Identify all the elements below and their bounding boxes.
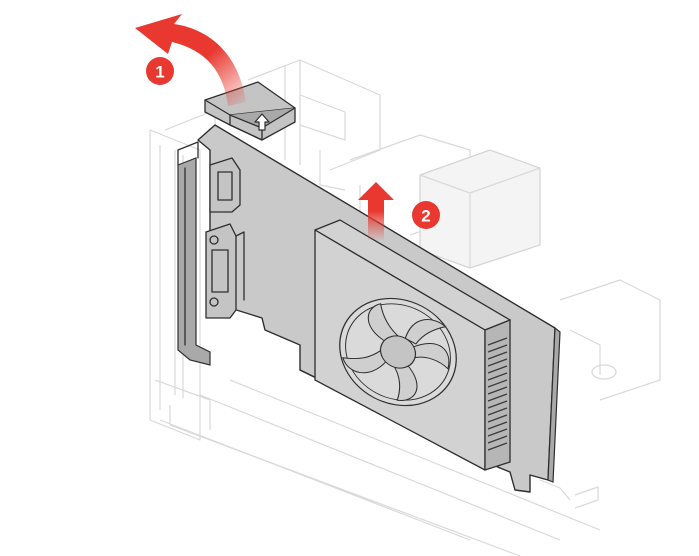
chassis-outline xyxy=(149,59,661,556)
io-bracket xyxy=(177,141,211,366)
step-1-number: 1 xyxy=(155,63,164,82)
step-1-badge: 1 xyxy=(146,57,174,85)
step-2-arrow xyxy=(358,182,394,240)
step-1-arrow xyxy=(135,14,246,106)
display-connectors xyxy=(205,157,245,319)
heatsink-fins xyxy=(487,337,508,451)
step-2-badge: 2 xyxy=(412,201,440,229)
step-2-number: 2 xyxy=(421,207,430,226)
cooling-fan xyxy=(339,297,457,407)
unlock-arrow-icon xyxy=(254,113,270,131)
